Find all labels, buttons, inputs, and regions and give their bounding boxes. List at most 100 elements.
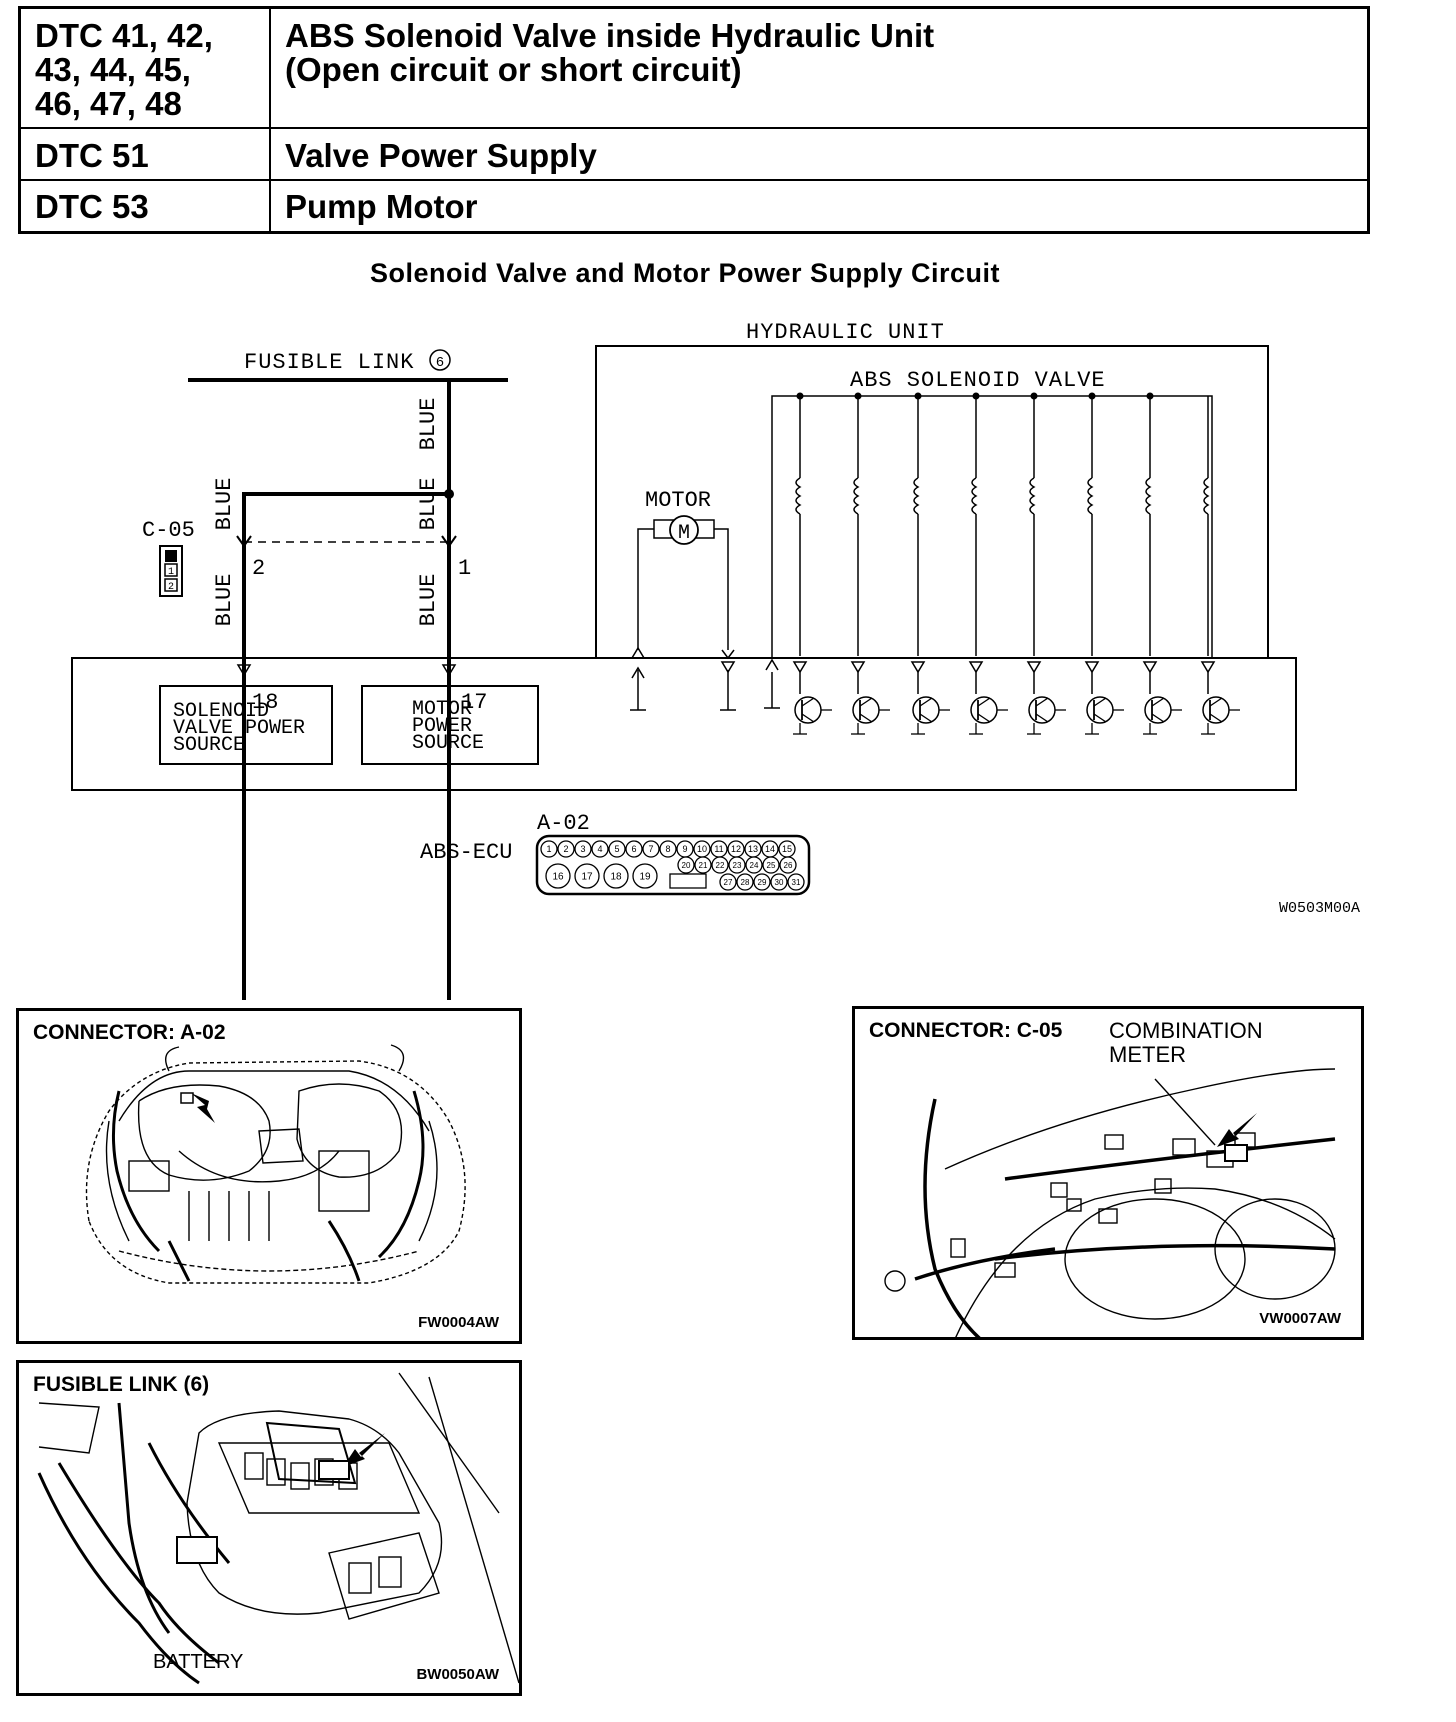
- wire-color-label: BLUE: [416, 398, 441, 451]
- ecu-pin: [753, 873, 771, 891]
- table-row: DTC 53 Pump Motor: [21, 181, 1367, 231]
- ecu-input-arrow: [850, 661, 866, 674]
- ecu-pin: [625, 840, 643, 858]
- connector-pin-number: 2: [168, 582, 174, 593]
- ecu-pin-label: 4: [597, 844, 602, 854]
- motor-source-line2: POWER: [412, 715, 472, 738]
- wire-blue-branch: [242, 492, 449, 1000]
- ecu-pin-label: 24: [750, 861, 759, 870]
- ecu-pin-label: 9: [682, 844, 687, 854]
- ecu-pin: [770, 873, 788, 891]
- transistor-emitter: [801, 713, 815, 723]
- ecu-pin-label: 7: [648, 844, 653, 854]
- ecu-input-arrow: [968, 661, 984, 674]
- transistor-emitter: [919, 713, 933, 723]
- ecu-pin-label: 12: [731, 844, 741, 854]
- ecu-pin-label: 3: [580, 844, 585, 854]
- ecu-pin: [745, 856, 763, 874]
- dtc-description: ABS Solenoid Valve inside Hydraulic Unit…: [285, 17, 935, 88]
- solenoid-coil: [795, 477, 802, 515]
- arrow-icon: [191, 1093, 215, 1123]
- ecu-pin-label: 14: [765, 844, 775, 854]
- fusible-link-label: FUSIBLE LINK: [244, 350, 414, 375]
- wire-color-label: BLUE: [416, 574, 441, 627]
- ecu-pin: [711, 856, 729, 874]
- ecu-pin: [603, 863, 629, 889]
- ecu-pin-label: 26: [784, 861, 793, 870]
- ecu-connector-icon: [535, 834, 811, 896]
- arrow-icon: [1217, 1113, 1257, 1147]
- motor-source-line3: SOURCE: [412, 732, 484, 755]
- ecu-pin-label: 18: [610, 872, 622, 883]
- ecu-pin-label: 31: [792, 878, 801, 887]
- ecu-pin-label: 15: [782, 844, 792, 854]
- dtc-code: DTC 53: [35, 188, 149, 225]
- ecu-pin: [557, 840, 575, 858]
- ecu-input-arrow: [910, 661, 926, 674]
- ecu-pin: [659, 840, 677, 858]
- transistor-emitter: [1035, 713, 1049, 723]
- panel-subtitle: COMBINATION METER: [1109, 1018, 1263, 1067]
- ecu-pin-label: 19: [639, 872, 651, 883]
- transistor-collector: [1209, 697, 1223, 707]
- solenoid-supply-bus: [771, 395, 1213, 658]
- ecu-pin-label: 23: [733, 861, 742, 870]
- pin-label: 18: [252, 690, 278, 715]
- ecu-pin: [677, 856, 695, 874]
- ecu-pin: [736, 873, 754, 891]
- ecu-pin-label: 30: [775, 878, 784, 887]
- ecu-pin: [779, 856, 797, 874]
- ecu-pin-label: 16: [552, 872, 564, 883]
- transistor-emitter: [977, 713, 991, 723]
- solenoid-coil: [853, 477, 860, 515]
- connector-pin-number: 1: [168, 567, 174, 578]
- abs-solenoid-valve-label: ABS SOLENOID VALVE: [850, 368, 1106, 393]
- ecu-pin-label: 1: [546, 844, 551, 854]
- solenoid-coil: [1029, 477, 1036, 515]
- table-row: DTC 51 Valve Power Supply: [21, 129, 1367, 181]
- transistor-emitter: [1151, 713, 1165, 723]
- ecu-pin-label: 2: [563, 844, 568, 854]
- connector-c05-label: C-05: [142, 518, 195, 543]
- solenoid-source-line2: VALVE POWER: [173, 717, 305, 740]
- ecu-pin: [728, 856, 746, 874]
- table-row: DTC 41, 42, 43, 44, 45, 46, 47, 48 ABS S…: [21, 9, 1367, 129]
- fusible-link-number: 6: [436, 355, 444, 371]
- ecu-pin-label: 27: [724, 878, 733, 887]
- transistor-icon: [1202, 696, 1230, 724]
- panel-code: BW0050AW: [416, 1666, 499, 1683]
- transistor-collector: [859, 697, 873, 707]
- transistor-emitter: [1093, 713, 1107, 723]
- pin-label: 1: [458, 556, 471, 581]
- ecu-pin-label: 8: [665, 844, 670, 854]
- figure-code: W0503M00A: [1279, 900, 1360, 917]
- wire-color-label: BLUE: [212, 574, 237, 627]
- ecu-pin-label: 10: [697, 844, 707, 854]
- solenoid-group: [792, 392, 1240, 735]
- ecu-pin-label: 21: [699, 861, 708, 870]
- connector-pin-1: [441, 535, 457, 548]
- wire-color-label: BLUE: [416, 478, 441, 531]
- transistor-icon: [852, 696, 880, 724]
- connector-pin-2: [236, 535, 252, 548]
- ecu-input-arrow: [1142, 661, 1158, 674]
- solenoid-coil: [1145, 477, 1152, 515]
- transistor-collector: [1093, 697, 1107, 707]
- ecu-pin: [719, 873, 737, 891]
- ecu-pin-label: 11: [714, 844, 723, 854]
- wire-color-label: BLUE: [212, 478, 237, 531]
- ecu-pin-label: 22: [716, 861, 725, 870]
- ecu-pin-label: 20: [682, 861, 691, 870]
- ecu-pin: [694, 856, 712, 874]
- panel-title: FUSIBLE LINK (6): [33, 1373, 210, 1396]
- transistor-icon: [1144, 696, 1172, 724]
- solenoid-coil: [1203, 477, 1210, 515]
- transistor-icon: [1028, 696, 1056, 724]
- transistor-collector: [1035, 697, 1049, 707]
- ecu-pin: [574, 863, 600, 889]
- solenoid-coil: [1087, 477, 1094, 515]
- transistor-collector: [977, 697, 991, 707]
- motor-label: MOTOR: [645, 488, 711, 513]
- ecu-pin: [642, 840, 660, 858]
